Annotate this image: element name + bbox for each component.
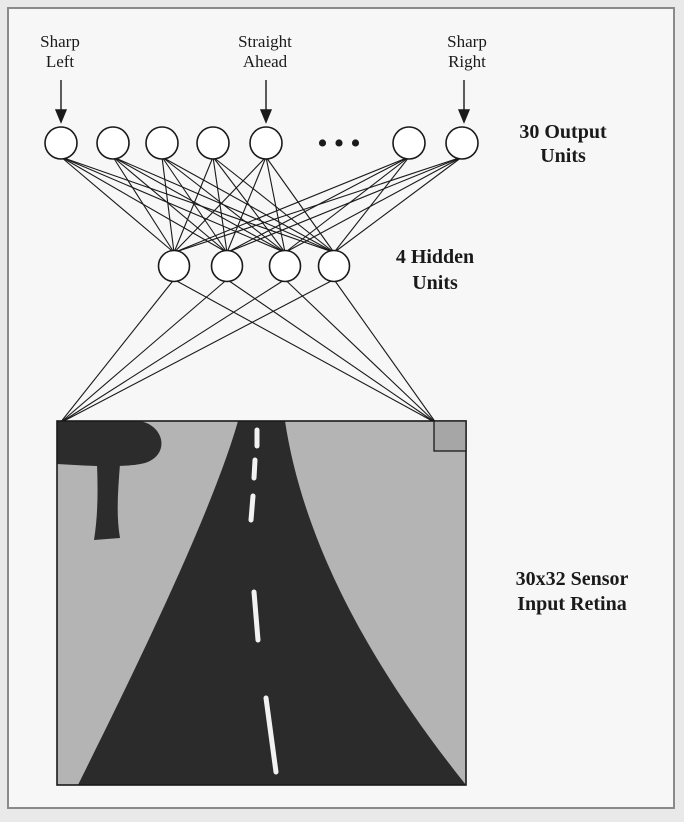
arrowhead-sharp-right: [457, 109, 471, 124]
output-hidden-connection: [173, 156, 410, 254]
hidden-input-connection: [284, 279, 437, 424]
hidden-units-label-line1: 4 Hidden: [396, 246, 474, 268]
hidden-units: [157, 249, 351, 283]
tree-canopy: [57, 421, 162, 467]
output-hidden-connection: [212, 156, 286, 253]
hidden-input-connection: [173, 279, 437, 424]
output-unit-node: [145, 126, 179, 160]
label-straight-ahead-line2: Ahead: [243, 52, 288, 71]
output-hidden-connection: [333, 156, 463, 253]
output-unit-node: [44, 126, 78, 160]
network-connections: [59, 156, 463, 424]
output-hidden-connection: [60, 156, 175, 253]
output-hidden-connection: [161, 156, 228, 253]
hidden-input-connection: [333, 279, 437, 424]
lane-dash: [251, 589, 261, 643]
output-hidden-connection: [161, 156, 286, 253]
hidden-input-connection: [59, 279, 335, 424]
lane-dash: [248, 493, 256, 523]
output-unit-node: [196, 126, 230, 160]
hidden-units-label-line2: Units: [412, 272, 458, 294]
hidden-input-connection: [59, 279, 228, 424]
label-sharp-right-line1: Sharp: [447, 32, 487, 51]
label-straight-ahead-line1: Straight: [238, 32, 292, 51]
hidden-unit-node: [157, 249, 191, 283]
output-hidden-connection: [265, 156, 335, 253]
arrowhead-sharp-left: [54, 109, 68, 124]
output-hidden-connection: [173, 156, 214, 253]
hidden-unit-node: [268, 249, 302, 283]
output-hidden-connection: [333, 156, 410, 253]
output-hidden-connection: [161, 156, 175, 253]
output-hidden-connection: [226, 156, 267, 253]
lane-dash: [263, 695, 279, 775]
label-sharp-left-line2: Left: [46, 52, 75, 71]
output-hidden-connection: [112, 156, 175, 253]
direction-arrows: [54, 80, 471, 124]
output-hidden-connection: [60, 156, 286, 254]
output-hidden-connection: [265, 156, 286, 253]
hidden-input-connection: [59, 279, 286, 424]
output-hidden-connection: [226, 156, 463, 254]
output-unit-node: [249, 126, 283, 160]
output-hidden-connection: [284, 156, 463, 253]
output-hidden-connection: [60, 156, 335, 254]
hidden-input-connection: [226, 279, 437, 424]
output-units-label-line1: 30 Output: [519, 121, 607, 143]
hidden-input-connection: [59, 279, 175, 424]
hidden-unit-node: [317, 249, 351, 283]
label-sharp-left-line1: Sharp: [40, 32, 80, 51]
output-unit-node: [96, 126, 130, 160]
output-units: [44, 126, 479, 160]
hidden-unit-node: [210, 249, 244, 283]
output-ellipsis: •••: [317, 127, 367, 160]
lane-dash: [251, 457, 258, 481]
road: [78, 421, 466, 785]
retina-border: [56, 420, 467, 786]
retina-corner-pixel: [433, 420, 467, 452]
output-hidden-connection: [284, 156, 410, 253]
tree-trunk: [94, 464, 120, 540]
input-retina: [56, 420, 467, 786]
output-hidden-connection: [173, 156, 463, 254]
output-unit-node: [392, 126, 426, 160]
lane-markings: [248, 427, 279, 775]
input-retina-label-line2: Input Retina: [517, 593, 626, 615]
arrowhead-straight-ahead: [259, 109, 273, 124]
output-hidden-connection: [173, 156, 267, 253]
input-retina-label-line1: 30x32 Sensor: [516, 568, 629, 590]
output-units-label-line2: Units: [540, 145, 586, 167]
label-sharp-right-line2: Right: [448, 52, 486, 71]
output-hidden-connection: [112, 156, 228, 253]
output-unit-node: [445, 126, 479, 160]
